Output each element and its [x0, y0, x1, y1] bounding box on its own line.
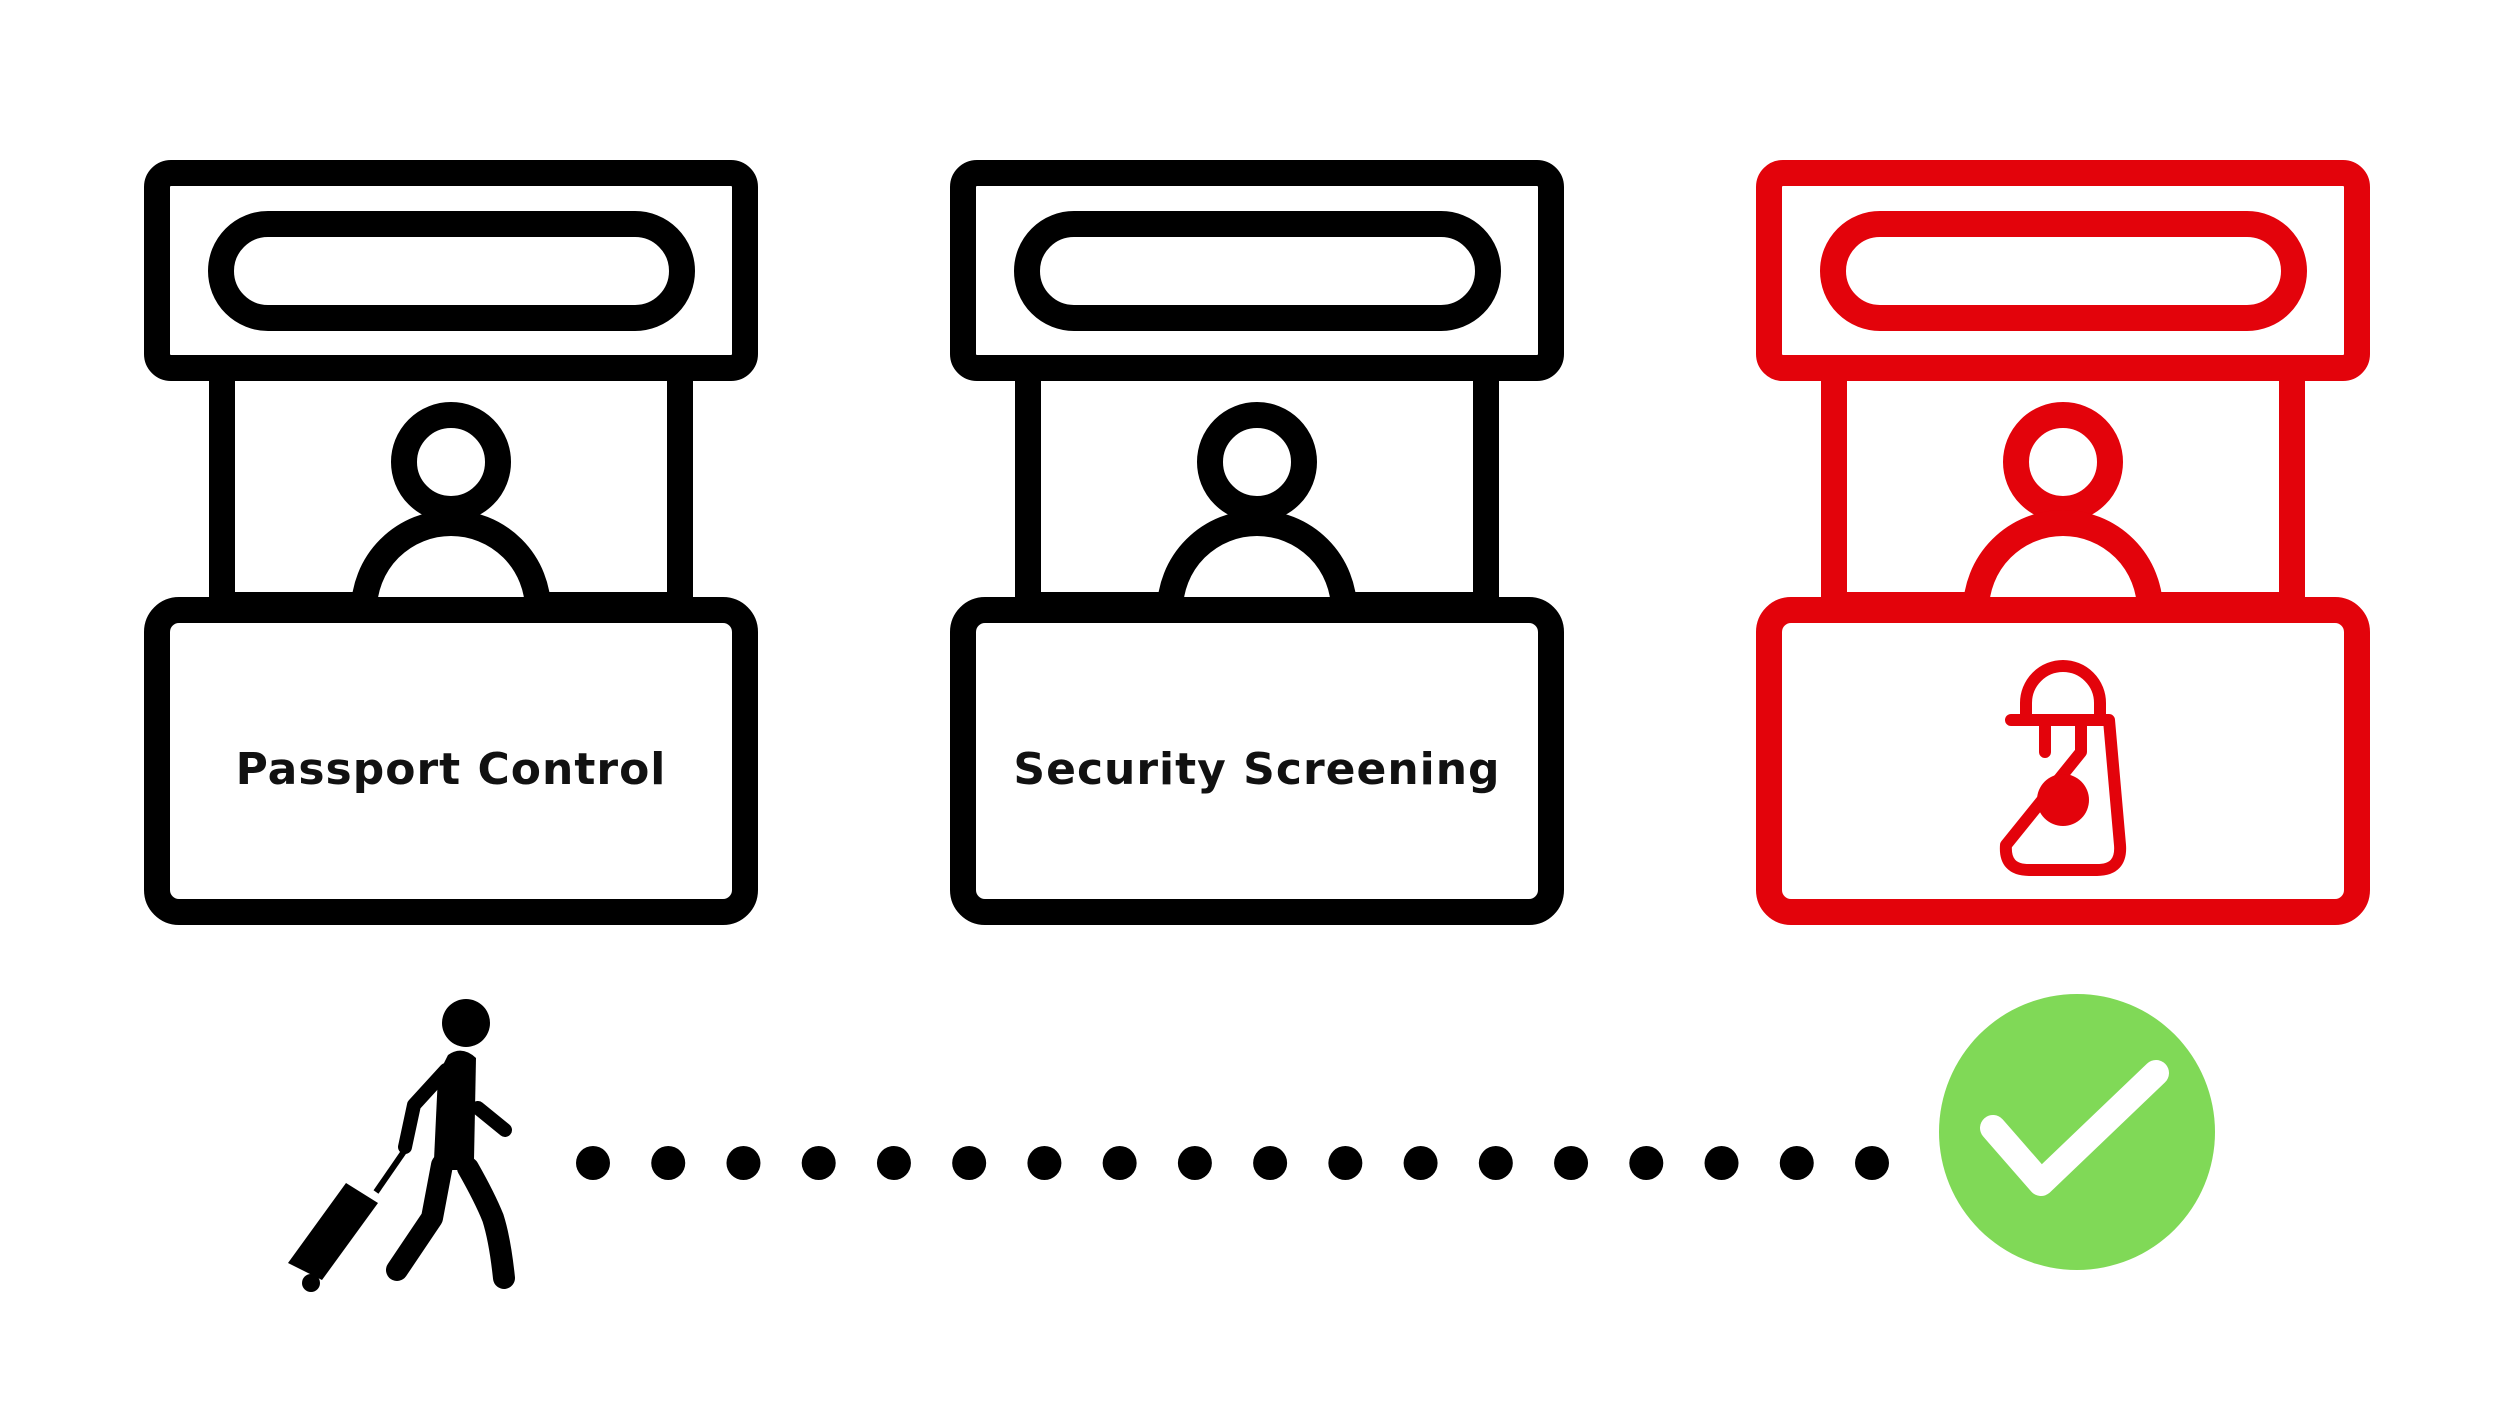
path-dot — [1629, 1146, 1664, 1180]
traveller-head — [442, 999, 490, 1047]
traveller-arm-front — [471, 1101, 512, 1137]
path-dot — [801, 1146, 836, 1180]
path-dot — [1704, 1146, 1739, 1180]
suitcase-body — [288, 1183, 378, 1280]
booth-counter — [1756, 597, 2370, 925]
path-dot — [1102, 1146, 1137, 1180]
booth-sign-slot — [1820, 211, 2307, 331]
dotted-path — [576, 1146, 1889, 1180]
attendant-head — [1197, 402, 1317, 522]
path-dot — [1478, 1146, 1513, 1180]
path-dot — [576, 1146, 610, 1180]
booth-counter — [950, 597, 1564, 925]
suitcase-handle — [373, 1148, 408, 1194]
traveller-leg-back — [386, 1154, 453, 1281]
attendant-head — [2003, 402, 2123, 522]
checkmark-icon — [1939, 994, 2215, 1270]
attendant-body — [351, 510, 551, 611]
path-dot — [876, 1146, 911, 1180]
attendant-body — [1963, 510, 2163, 611]
booth-sign-frame — [144, 160, 758, 381]
traveller-with-suitcase-icon — [288, 999, 515, 1292]
shopping-bag-handle — [2020, 660, 2106, 726]
booth-label: Passport Control — [236, 744, 667, 795]
path-dot — [952, 1146, 987, 1180]
booth-sign-frame — [950, 160, 1564, 381]
path-dot — [726, 1146, 761, 1180]
path-dot — [1554, 1146, 1589, 1180]
booth-sign-frame — [1756, 160, 2370, 381]
booth-sign-slot — [208, 211, 695, 331]
check-mark — [1980, 1060, 2169, 1196]
booth-counter — [144, 597, 758, 925]
booth-passport-control: Passport Control — [144, 160, 758, 925]
booth-label: Security Screening — [1013, 744, 1500, 795]
attendant-body — [1157, 510, 1357, 611]
attendant-head — [391, 402, 511, 522]
path-dot — [651, 1146, 686, 1180]
path-dot — [1779, 1146, 1814, 1180]
booth-sign-slot — [1014, 211, 1501, 331]
path-dot — [1328, 1146, 1363, 1180]
booth-security-screening: Security Screening — [950, 160, 1564, 925]
path-dot — [1403, 1146, 1438, 1180]
shopping-bag-dot — [2037, 774, 2089, 826]
booth-shopping — [1756, 160, 2370, 925]
path-dot — [1855, 1146, 1889, 1180]
path-dot — [1027, 1146, 1062, 1180]
suitcase-wheel — [302, 1274, 320, 1292]
path-dot — [1177, 1146, 1212, 1180]
traveller-arm-rear — [398, 1063, 453, 1154]
traveller-leg-front — [457, 1157, 515, 1289]
path-dot — [1253, 1146, 1288, 1180]
shopping-bag-icon — [1999, 660, 2127, 876]
